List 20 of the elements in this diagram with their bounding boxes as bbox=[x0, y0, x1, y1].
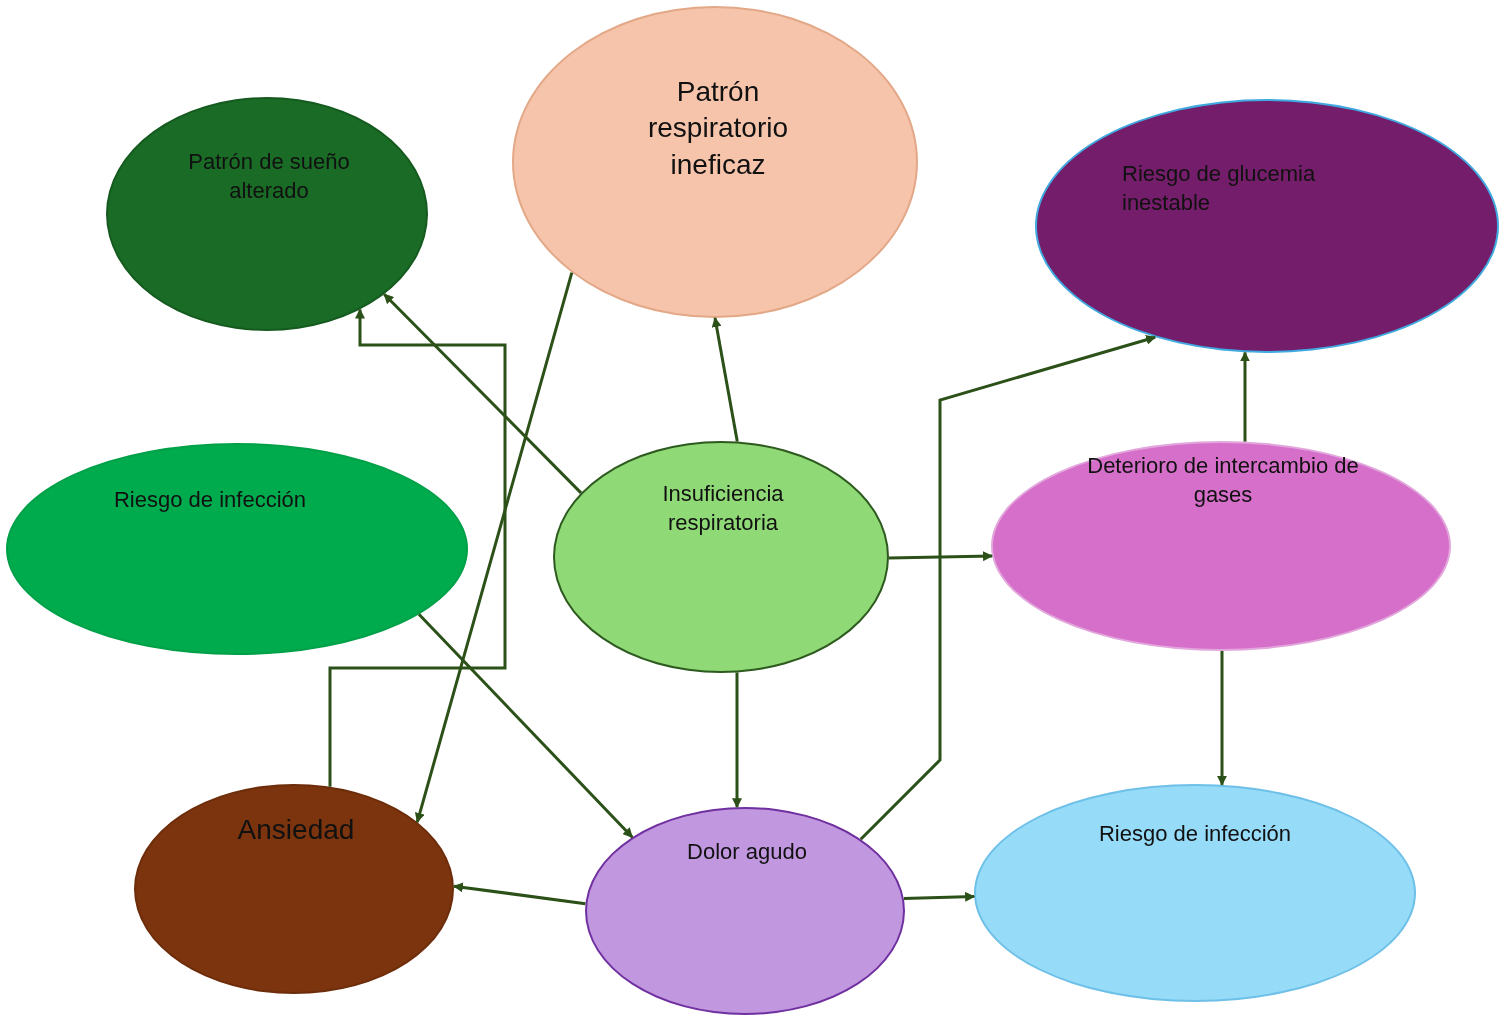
arrow bbox=[711, 317, 739, 442]
node-label: Riesgo de infección bbox=[1098, 820, 1292, 848]
arrow bbox=[732, 672, 742, 809]
arrow bbox=[1217, 651, 1227, 786]
arrow bbox=[328, 308, 507, 787]
node-label: Ansiedad bbox=[236, 813, 356, 847]
node-label: Riesgo de glucemia inestable bbox=[1122, 160, 1317, 217]
node-label: Deterioro de intercambio de gases bbox=[1086, 452, 1360, 509]
node-label: Patrón de sueño alterado bbox=[187, 148, 351, 205]
node-label: Riesgo de infección bbox=[113, 486, 307, 514]
arrow bbox=[888, 551, 994, 562]
node-label: Insuficiencia respiratoria bbox=[661, 480, 785, 537]
arrow bbox=[1240, 351, 1250, 442]
arrow bbox=[452, 882, 586, 906]
node-label: Dolor agudo bbox=[686, 838, 808, 866]
node-label: Patrón respiratorio ineficaz bbox=[646, 75, 790, 182]
arrow bbox=[859, 335, 1157, 841]
arrow bbox=[383, 293, 583, 494]
arrow bbox=[414, 272, 574, 824]
arrow bbox=[903, 891, 976, 902]
